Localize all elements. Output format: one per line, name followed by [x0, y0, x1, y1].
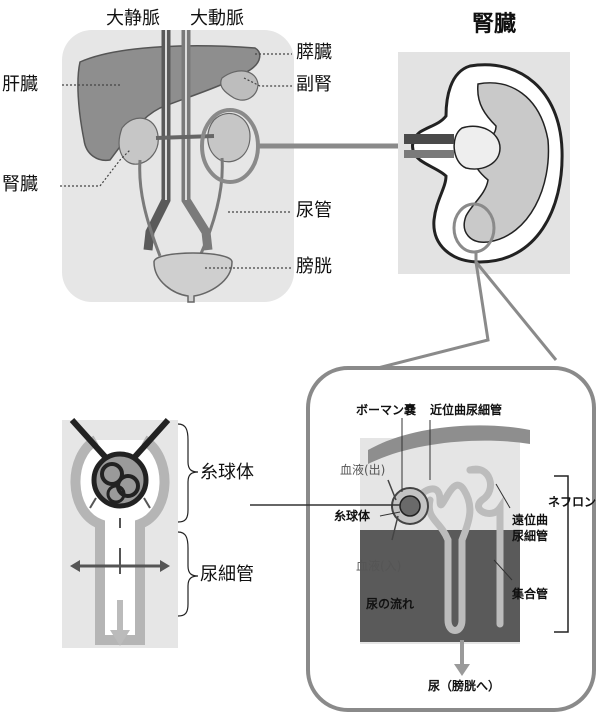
- renal-pelvis: [454, 126, 500, 169]
- label-liver: 肝臓: [2, 76, 38, 94]
- body-illustration: [60, 30, 398, 302]
- label-kidney: 腎臓: [2, 176, 38, 194]
- label-collecting-duct: 集合管: [512, 588, 548, 600]
- glomerulus-brace: [178, 424, 198, 522]
- label-adrenal: 副腎: [296, 76, 332, 94]
- right-kidney-shape: [208, 113, 250, 161]
- label-vena-cava: 大静脈: [106, 10, 160, 28]
- label-nephron: ネフロン: [548, 496, 596, 508]
- label-bladder: 膀胱: [296, 258, 332, 276]
- label-proximal-tubule: 近位曲尿細管: [430, 404, 502, 416]
- label-urine-flow: 尿の流れ: [366, 598, 414, 610]
- label-bowman-capsule: ボーマン嚢: [356, 404, 416, 416]
- detail-connector: [362, 262, 488, 372]
- label-glomerulus: 糸球体: [200, 464, 254, 482]
- label-aorta: 大動脈: [190, 10, 244, 28]
- label-renal-tubule: 尿細管: [200, 566, 254, 584]
- nephron-detail: [308, 368, 594, 710]
- label-urine-to-bladder: 尿（膀胱へ）: [428, 680, 500, 692]
- label-kidney-title: 腎臓: [472, 14, 516, 36]
- label-blood-in: 血液(入): [356, 560, 401, 572]
- medulla-block: [360, 530, 520, 642]
- label-ureter: 尿管: [296, 202, 332, 220]
- kidney-cross-section: [398, 52, 570, 274]
- label-blood-out: 血液(出): [340, 464, 385, 476]
- schematic-illustration: [62, 420, 198, 648]
- label-distal-tubule-2: 尿細管: [512, 530, 548, 542]
- tubule-brace: [178, 532, 198, 616]
- glomerulus-core: [400, 496, 420, 516]
- label-glomerulus-small: 糸球体: [334, 510, 370, 522]
- label-pancreas: 膵臓: [296, 44, 332, 62]
- label-distal-tubule-1: 遠位曲: [512, 514, 548, 526]
